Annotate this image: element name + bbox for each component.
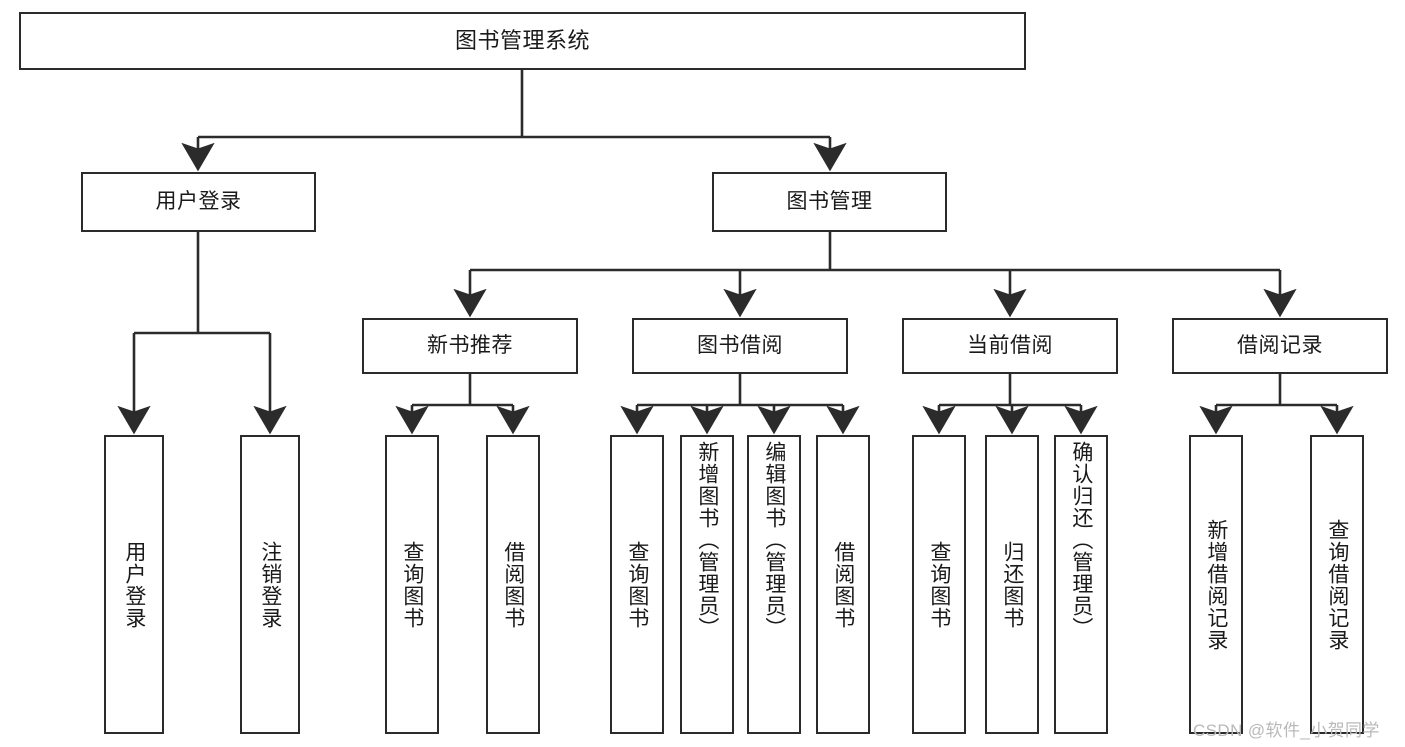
- leaf-return-book-label: 归还图书: [1000, 540, 1024, 629]
- node-user-login[interactable]: 用户登录: [81, 172, 316, 232]
- leaf-add-borrow-record[interactable]: 新增借阅记录: [1189, 435, 1243, 734]
- node-borrow-record-label: 借阅记录: [1237, 333, 1323, 357]
- leaf-user-login-action[interactable]: 用户登录: [104, 435, 164, 734]
- leaf-confirm-return-admin-label: 确认归还（管理员）: [1069, 441, 1093, 639]
- leaf-query-borrow-record[interactable]: 查询借阅记录: [1310, 435, 1364, 734]
- leaf-borrow-book-recommend[interactable]: 借阅图书: [486, 435, 540, 734]
- leaf-borrow-book-borrow[interactable]: 借阅图书: [816, 435, 870, 734]
- node-user-login-label: 用户登录: [155, 189, 242, 213]
- leaf-edit-book-admin[interactable]: 编辑图书（管理员）: [747, 435, 801, 734]
- leaf-query-book-recommend-label: 查询图书: [400, 540, 424, 629]
- node-root-label: 图书管理系统: [454, 28, 590, 54]
- leaf-borrow-book-recommend-label: 借阅图书: [501, 540, 525, 629]
- leaf-query-book-current[interactable]: 查询图书: [912, 435, 966, 734]
- leaf-add-book-admin[interactable]: 新增图书（管理员）: [680, 435, 734, 734]
- leaf-query-borrow-record-label: 查询借阅记录: [1325, 518, 1349, 651]
- node-book-borrow[interactable]: 图书借阅: [632, 318, 848, 374]
- node-new-book-recommend[interactable]: 新书推荐: [362, 318, 578, 374]
- node-book-borrow-label: 图书借阅: [697, 333, 783, 357]
- csdn-watermark: CSDN @软件_小贺同学: [1193, 721, 1380, 740]
- node-borrow-record[interactable]: 借阅记录: [1172, 318, 1388, 374]
- leaf-borrow-book-borrow-label: 借阅图书: [831, 540, 855, 629]
- leaf-user-logout-action[interactable]: 注销登录: [240, 435, 300, 734]
- leaf-user-logout-action-label: 注销登录: [258, 540, 282, 629]
- node-new-book-recommend-label: 新书推荐: [427, 333, 513, 357]
- leaf-query-book-borrow[interactable]: 查询图书: [610, 435, 664, 734]
- leaf-add-borrow-record-label: 新增借阅记录: [1204, 518, 1228, 651]
- node-current-borrow-label: 当前借阅: [967, 333, 1053, 357]
- node-book-management-label: 图书管理: [786, 189, 873, 213]
- leaf-confirm-return-admin[interactable]: 确认归还（管理员）: [1054, 435, 1108, 734]
- leaf-return-book[interactable]: 归还图书: [985, 435, 1039, 734]
- node-root[interactable]: 图书管理系统: [19, 12, 1026, 70]
- node-current-borrow[interactable]: 当前借阅: [902, 318, 1118, 374]
- leaf-edit-book-admin-label: 编辑图书（管理员）: [762, 441, 786, 639]
- node-book-management[interactable]: 图书管理: [712, 172, 947, 232]
- leaf-query-book-borrow-label: 查询图书: [625, 540, 649, 629]
- leaf-add-book-admin-label: 新增图书（管理员）: [695, 441, 719, 639]
- leaf-user-login-action-label: 用户登录: [122, 540, 146, 629]
- leaf-query-book-current-label: 查询图书: [927, 540, 951, 629]
- leaf-query-book-recommend[interactable]: 查询图书: [385, 435, 439, 734]
